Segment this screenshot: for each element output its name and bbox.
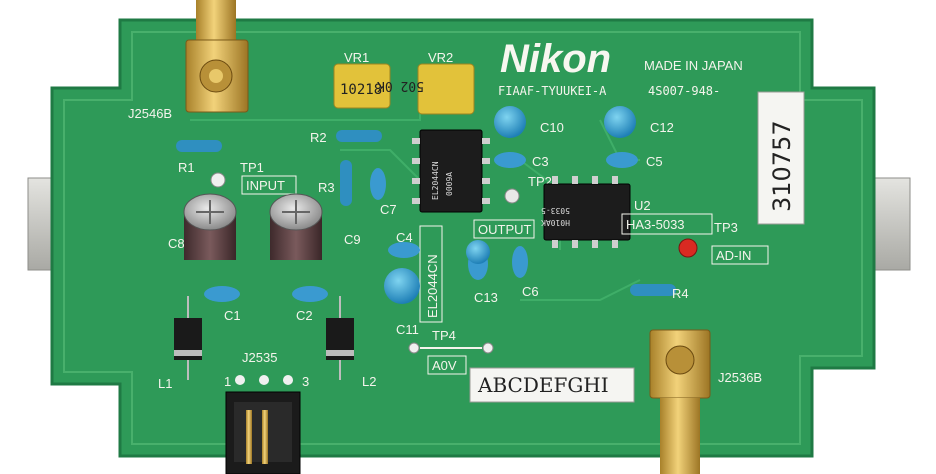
svg-text:5033-5: 5033-5 bbox=[541, 206, 570, 215]
ic-u1: EL2044CN 0009A bbox=[412, 129, 490, 213]
label-c13: C13 bbox=[474, 290, 498, 305]
resistors bbox=[176, 130, 676, 296]
label-c4: C4 bbox=[396, 230, 413, 245]
testpoint-tp2 bbox=[504, 188, 520, 204]
label-sticker-text: ABCDEFGHI bbox=[477, 373, 609, 397]
label-pin3: 3 bbox=[302, 374, 309, 389]
label-vr2: VR2 bbox=[428, 50, 453, 65]
label-tp4: TP4 bbox=[432, 328, 456, 343]
trimmer-vr2: 502 0K bbox=[377, 63, 475, 115]
label-c3: C3 bbox=[532, 154, 549, 169]
label-a0v: A0V bbox=[432, 358, 457, 373]
connector-j2536b bbox=[649, 329, 711, 474]
label-el2044: EL2044CN bbox=[425, 254, 440, 318]
label-j2536b: J2536B bbox=[718, 370, 762, 385]
testpoint-tp4-left bbox=[408, 342, 420, 354]
label-r4: R4 bbox=[672, 286, 689, 301]
label-j2546b: J2546B bbox=[128, 106, 172, 121]
trimmer-vr1: 10218 bbox=[333, 63, 391, 109]
label-r1: R1 bbox=[178, 160, 195, 175]
label-c5: C5 bbox=[646, 154, 663, 169]
svg-text:H010AK: H010AK bbox=[541, 218, 570, 227]
capacitor-c13 bbox=[466, 240, 490, 264]
label-l1: L1 bbox=[158, 376, 172, 391]
svg-text:502 0K: 502 0K bbox=[377, 78, 424, 93]
capacitor-c9 bbox=[269, 193, 323, 260]
label-ha3: HA3-5033 bbox=[626, 217, 685, 232]
label-ad-in: AD-IN bbox=[716, 248, 751, 263]
svg-text:10218: 10218 bbox=[340, 82, 382, 98]
testpoint-tp3 bbox=[678, 238, 698, 258]
label-pin1: 1 bbox=[224, 374, 231, 389]
label-c9: C9 bbox=[344, 232, 361, 247]
label-c12: C12 bbox=[650, 120, 674, 135]
connector-j2546b bbox=[185, 0, 249, 113]
label-input: INPUT bbox=[246, 178, 285, 193]
part-name: FIAAF-TYUUKEI-A bbox=[498, 84, 607, 98]
label-c11: C11 bbox=[396, 322, 419, 337]
brand-logo: Nikon bbox=[500, 37, 611, 81]
serial-number: 310757 bbox=[768, 120, 796, 212]
capacitor-c12 bbox=[604, 106, 636, 138]
inductor-l1 bbox=[174, 296, 202, 380]
label-c10: C10 bbox=[540, 120, 564, 135]
label-sticker: ABCDEFGHI bbox=[469, 367, 635, 403]
label-u2: U2 bbox=[634, 198, 651, 213]
label-c2: C2 bbox=[296, 308, 313, 323]
svg-text:EL2044CN: EL2044CN bbox=[431, 161, 440, 200]
label-j2535: J2535 bbox=[242, 350, 277, 365]
label-c8: C8 bbox=[168, 236, 185, 251]
svg-text:0009A: 0009A bbox=[445, 172, 454, 196]
label-c7: C7 bbox=[380, 202, 397, 217]
testpoint-tp1 bbox=[210, 172, 226, 188]
part-number: 4S007-948- bbox=[648, 84, 720, 98]
capacitor-c8 bbox=[183, 193, 237, 260]
label-r3: R3 bbox=[318, 180, 335, 195]
label-r2: R2 bbox=[310, 130, 327, 145]
testpoint-tp4-right bbox=[482, 342, 494, 354]
capacitor-c11 bbox=[384, 268, 420, 304]
label-output: OUTPUT bbox=[478, 222, 532, 237]
label-c1: C1 bbox=[224, 308, 241, 323]
label-tp1: TP1 bbox=[240, 160, 264, 175]
header-j2535 bbox=[225, 391, 301, 474]
label-c6: C6 bbox=[522, 284, 539, 299]
label-vr1: VR1 bbox=[344, 50, 369, 65]
ic-u2: 5033-5 H010AK bbox=[541, 176, 631, 248]
label-l2: L2 bbox=[362, 374, 376, 389]
capacitor-c10 bbox=[494, 106, 526, 138]
serial-sticker: 310757 bbox=[757, 91, 805, 225]
label-tp3: TP3 bbox=[714, 220, 738, 235]
inductor-l2 bbox=[326, 296, 354, 380]
made-in-label: MADE IN JAPAN bbox=[644, 58, 743, 73]
